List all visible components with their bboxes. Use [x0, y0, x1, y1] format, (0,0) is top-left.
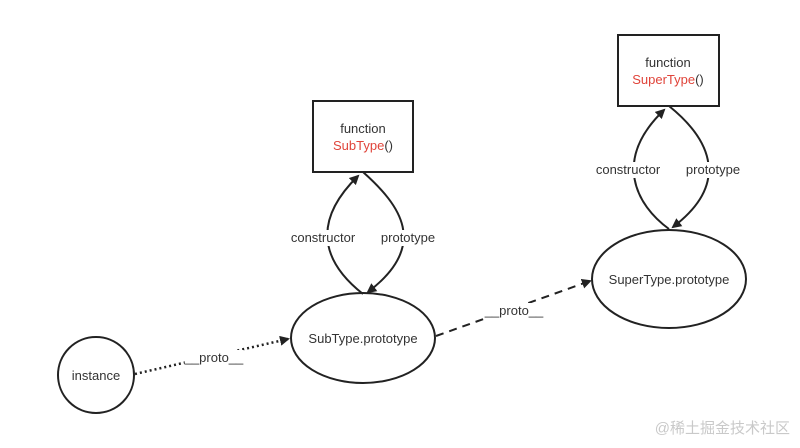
supertype-function-suffix: ()	[695, 72, 704, 87]
subtype-function-box	[312, 100, 414, 173]
supertype-function-text: function SuperType()	[632, 54, 704, 88]
super-constructor-arrow	[632, 108, 670, 230]
instance-label: instance	[71, 368, 121, 383]
subtype-function-keyword: function	[340, 121, 386, 136]
supertype-function-box	[617, 34, 720, 107]
subproto-proto-label: __proto__	[484, 303, 544, 319]
super-prototype-arrow	[668, 105, 710, 229]
supertype-function-name: SuperType	[632, 72, 696, 87]
sub-constructor-label: constructor	[290, 230, 356, 246]
subtype-function-suffix: ()	[384, 138, 393, 153]
sub-prototype-label: prototype	[380, 230, 436, 246]
watermark-text: @稀土掘金技术社区	[654, 420, 790, 437]
sub-prototype-arrow	[362, 171, 405, 294]
instance-circle	[57, 336, 135, 414]
supertype-prototype-label: SuperType.prototype	[608, 272, 730, 287]
subtype-function-name: SubType	[333, 138, 385, 153]
supertype-prototype-ellipse	[591, 229, 747, 329]
subtype-function-text: function SubType()	[333, 120, 393, 154]
super-constructor-label: constructor	[595, 162, 661, 178]
super-prototype-label: prototype	[685, 162, 741, 178]
subtype-prototype-label: SubType.prototype	[308, 331, 418, 346]
supertype-function-keyword: function	[645, 55, 691, 70]
instance-proto-arrow	[134, 335, 290, 376]
instance-proto-label: __proto__	[184, 350, 244, 366]
